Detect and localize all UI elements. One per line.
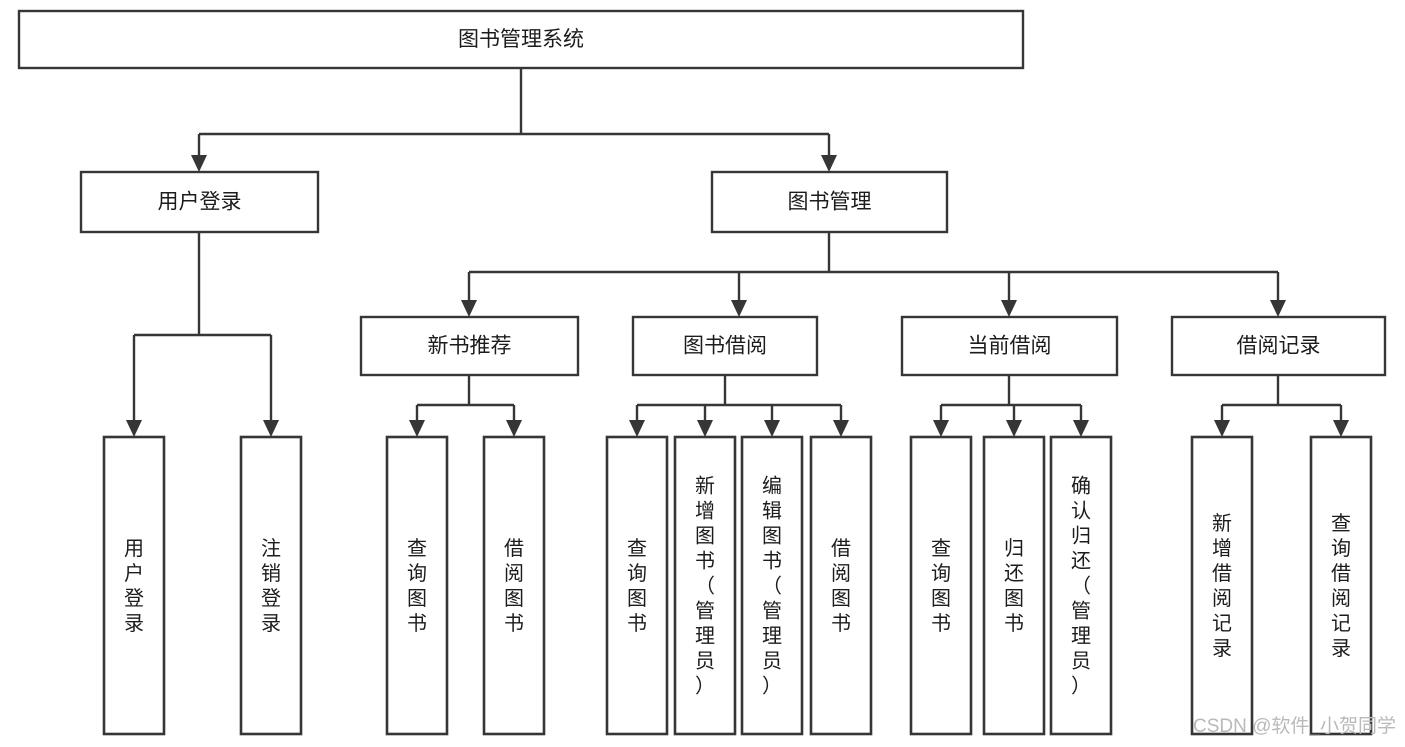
arrow-head-icon <box>764 420 780 437</box>
node-leaf-borrow-book-rec[interactable]: 借阅图书 <box>482 435 546 736</box>
node-label: 图书管理 <box>788 191 872 214</box>
arrow-head-icon <box>833 420 849 437</box>
arrow-head-icon <box>629 420 645 437</box>
node-book-manage[interactable]: 图书管理 <box>710 170 949 234</box>
arrow-head-icon <box>697 420 713 437</box>
node-label: 当前借阅 <box>968 335 1052 358</box>
arrow-head-icon <box>821 155 837 172</box>
node-leaf-query-book-borrow[interactable]: 查询图书 <box>605 435 669 736</box>
connector-current-borrow-to-leaves <box>933 375 1089 437</box>
arrow-head-icon <box>731 300 747 317</box>
connector-root-to-level1 <box>191 68 837 172</box>
arrow-head-icon <box>191 155 207 172</box>
node-leaf-add-book[interactable]: 新增图书（管理员） <box>673 435 737 736</box>
node-label: 注销登录 <box>261 537 281 635</box>
node-label: 新书推荐 <box>428 335 512 358</box>
node-label: 借阅图书 <box>504 537 524 635</box>
node-label: 归还图书 <box>1004 537 1024 635</box>
node-leaf-edit-book[interactable]: 编辑图书（管理员） <box>740 435 804 736</box>
arrow-head-icon <box>126 420 142 437</box>
node-leaf-return-book[interactable]: 归还图书 <box>982 435 1046 736</box>
node-current-borrow[interactable]: 当前借阅 <box>900 315 1119 377</box>
node-label: 借阅图书 <box>831 537 851 635</box>
connector-bookmanage-to-level2 <box>461 232 1286 317</box>
arrow-head-icon <box>461 300 477 317</box>
node-label: 查询图书 <box>931 537 951 635</box>
node-root-system[interactable]: 图书管理系统 <box>17 9 1025 70</box>
arrow-head-icon <box>506 420 522 437</box>
connector-new-book-recommend-to-leaves <box>409 375 522 437</box>
node-book-borrow[interactable]: 图书借阅 <box>631 315 819 377</box>
csdn-watermark: CSDN @软件_小贺同学 <box>1193 715 1396 737</box>
node-label: 查询图书 <box>407 537 427 635</box>
node-label: 图书管理系统 <box>458 28 584 51</box>
node-leaf-borrow-book[interactable]: 借阅图书 <box>809 435 873 736</box>
connector-book-borrow-to-leaves <box>629 375 849 437</box>
arrow-head-icon <box>1333 420 1349 437</box>
node-label: 借阅记录 <box>1237 335 1321 358</box>
arrow-head-icon <box>933 420 949 437</box>
node-label: 用户登录 <box>124 538 144 635</box>
arrow-head-icon <box>263 420 279 437</box>
node-leaf-query-book-rec[interactable]: 查询图书 <box>385 435 449 736</box>
arrow-head-icon <box>1006 420 1022 437</box>
node-user-login[interactable]: 用户登录 <box>79 170 320 234</box>
connector-layer <box>126 68 1349 437</box>
node-label: 新增图书（管理员） <box>695 475 715 698</box>
node-leaf-add-borrow-record[interactable]: 新增借阅记录 <box>1190 435 1254 736</box>
node-leaf-confirm-return[interactable]: 确认归还（管理员） <box>1049 435 1113 736</box>
node-new-book-recommend[interactable]: 新书推荐 <box>359 315 580 377</box>
arrow-head-icon <box>1001 300 1017 317</box>
node-label: 用户登录 <box>158 191 242 214</box>
node-leaf-query-borrow-record[interactable]: 查询借阅记录 <box>1309 435 1373 736</box>
arrow-head-icon <box>1214 420 1230 437</box>
arrow-head-icon <box>1073 420 1089 437</box>
node-label: 确认归还（管理员） <box>1071 475 1091 698</box>
node-label: 查询图书 <box>627 537 647 635</box>
connector-borrow-record-to-leaves <box>1214 375 1349 437</box>
connector-userlogin-to-leaves <box>126 232 279 437</box>
node-label: 编辑图书（管理员） <box>762 475 782 698</box>
node-label: 图书借阅 <box>683 335 767 358</box>
node-layer: 图书管理系统用户登录图书管理新书推荐图书借阅当前借阅借阅记录用户登录注销登录查询… <box>17 9 1387 736</box>
arrow-head-icon <box>409 420 425 437</box>
node-leaf-query-book-current[interactable]: 查询图书 <box>909 435 973 736</box>
node-borrow-record[interactable]: 借阅记录 <box>1170 315 1387 377</box>
watermark-layer: CSDN @软件_小贺同学 <box>1193 715 1396 737</box>
node-label: 查询借阅记录 <box>1331 512 1351 660</box>
arrow-head-icon <box>1270 300 1286 317</box>
node-leaf-user-logout[interactable]: 注销登录 <box>239 435 303 736</box>
node-label: 新增借阅记录 <box>1212 512 1232 660</box>
node-leaf-user-login[interactable]: 用户登录 <box>102 435 166 736</box>
